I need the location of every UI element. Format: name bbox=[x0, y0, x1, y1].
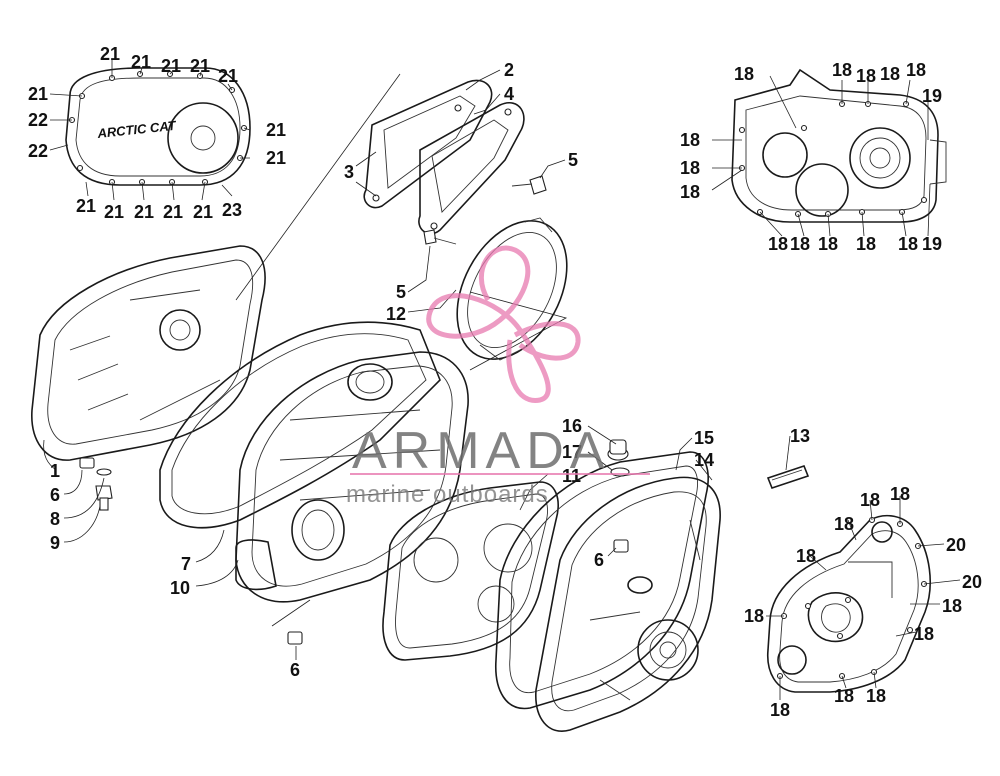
watermark-swirl-logo bbox=[426, 245, 581, 403]
callout-5: 5 bbox=[568, 150, 578, 170]
callout-labels: 21 21 21 21 21 21 22 22 21 21 21 21 21 2… bbox=[28, 44, 982, 720]
inner-clutch-housing bbox=[31, 245, 266, 461]
armada-watermark: ARMADA marine outboards bbox=[346, 245, 650, 508]
main-crankcase bbox=[235, 351, 469, 603]
callout-18: 18 bbox=[770, 700, 790, 720]
label-plate bbox=[766, 465, 810, 489]
callout-11: 11 bbox=[562, 466, 581, 486]
callout-5: 5 bbox=[396, 282, 406, 302]
callout-22: 22 bbox=[28, 110, 48, 130]
screw-5-mid bbox=[423, 229, 457, 245]
clutch-shroud bbox=[456, 217, 568, 361]
callout-18: 18 bbox=[768, 234, 788, 254]
callout-18: 18 bbox=[880, 64, 900, 84]
callout-18: 18 bbox=[890, 484, 910, 504]
callout-21: 21 bbox=[28, 84, 48, 104]
callout-13: 13 bbox=[790, 426, 810, 446]
callout-21: 21 bbox=[76, 196, 96, 216]
callout-21: 21 bbox=[266, 120, 286, 140]
dowel-washer-bolt-stack bbox=[79, 457, 113, 511]
callout-22: 22 bbox=[28, 141, 48, 161]
callout-18: 18 bbox=[680, 182, 700, 202]
callout-21: 21 bbox=[161, 56, 181, 76]
callout-7: 7 bbox=[181, 554, 191, 574]
callout-18: 18 bbox=[818, 234, 838, 254]
callout-10: 10 bbox=[170, 578, 190, 598]
callout-18: 18 bbox=[906, 60, 926, 80]
callout-18: 18 bbox=[790, 234, 810, 254]
callout-4: 4 bbox=[504, 84, 514, 104]
callout-18: 18 bbox=[680, 158, 700, 178]
callout-15: 15 bbox=[694, 428, 714, 448]
callout-6: 6 bbox=[50, 485, 60, 505]
callout-21: 21 bbox=[100, 44, 120, 64]
arctic-cat-logo: ARCTIC CAT bbox=[96, 118, 178, 141]
callout-18: 18 bbox=[860, 490, 880, 510]
clutch-cover-bolts bbox=[738, 100, 928, 218]
callout-21: 21 bbox=[134, 202, 154, 222]
callout-21: 21 bbox=[131, 52, 151, 72]
clutch-side-cover bbox=[731, 68, 947, 223]
gear-cover bbox=[767, 514, 931, 693]
dowel-6-lower bbox=[287, 631, 303, 645]
callout-18: 18 bbox=[834, 686, 854, 706]
callout-18: 18 bbox=[914, 624, 934, 644]
callout-6: 6 bbox=[594, 550, 604, 570]
callout-23: 23 bbox=[222, 200, 242, 220]
callout-18: 18 bbox=[734, 64, 754, 84]
screw-5-top bbox=[511, 175, 547, 195]
callout-1: 1 bbox=[50, 461, 60, 481]
callout-6: 6 bbox=[290, 660, 300, 680]
callout-18: 18 bbox=[866, 686, 886, 706]
callout-21: 21 bbox=[104, 202, 124, 222]
callout-18: 18 bbox=[834, 514, 854, 534]
callout-2: 2 bbox=[504, 60, 514, 80]
callout-19: 19 bbox=[922, 86, 942, 106]
callout-18: 18 bbox=[856, 66, 876, 86]
air-duct-plates bbox=[363, 79, 525, 235]
callout-18: 18 bbox=[680, 130, 700, 150]
callout-20: 20 bbox=[962, 572, 982, 592]
callout-8: 8 bbox=[50, 509, 60, 529]
callout-21: 21 bbox=[163, 202, 183, 222]
callout-21: 21 bbox=[266, 148, 286, 168]
callout-9: 9 bbox=[50, 533, 60, 553]
callout-18: 18 bbox=[942, 596, 962, 616]
middle-gasket bbox=[382, 481, 559, 661]
plug-and-seal-16-17 bbox=[607, 439, 630, 477]
callout-18: 18 bbox=[898, 234, 918, 254]
callout-21: 21 bbox=[190, 56, 210, 76]
callout-18: 18 bbox=[856, 234, 876, 254]
callout-3: 3 bbox=[344, 162, 354, 182]
callout-21: 21 bbox=[193, 202, 213, 222]
leader-lines bbox=[43, 60, 961, 700]
watermark-title: ARMADA bbox=[352, 422, 610, 480]
crankcase-gasket bbox=[159, 321, 441, 529]
dowel-6-right bbox=[613, 539, 629, 553]
callout-20: 20 bbox=[946, 535, 966, 555]
callout-18: 18 bbox=[832, 60, 852, 80]
callout-18: 18 bbox=[796, 546, 816, 566]
callout-17: 17 bbox=[562, 442, 582, 462]
callout-16: 16 bbox=[562, 416, 582, 436]
callout-14: 14 bbox=[694, 450, 714, 470]
callout-12: 12 bbox=[386, 304, 406, 324]
watermark-subtitle: marine outboards bbox=[346, 481, 549, 508]
magneto-gasket bbox=[495, 451, 709, 710]
callout-19: 19 bbox=[922, 234, 942, 254]
callout-21: 21 bbox=[218, 66, 238, 86]
magneto-cover bbox=[535, 476, 721, 732]
callout-18: 18 bbox=[744, 606, 764, 626]
